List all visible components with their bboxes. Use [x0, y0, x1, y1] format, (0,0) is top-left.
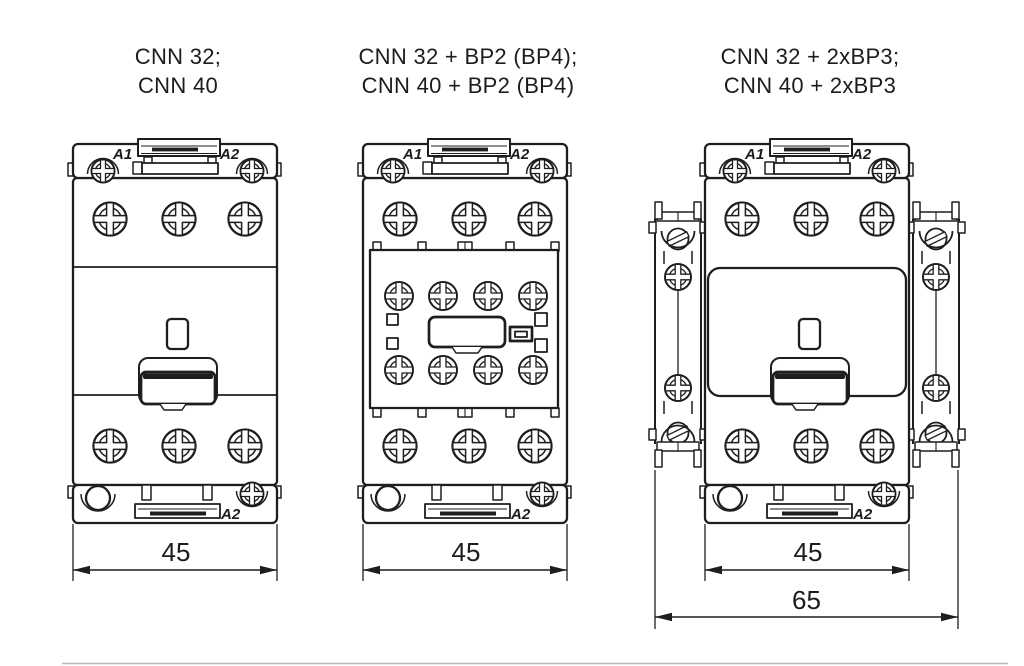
- terminal-screw: [517, 201, 553, 237]
- contactor-basic: A1 A2 A2 45: [68, 139, 281, 582]
- title-variant-2-line-2: CNN 40 + BP2 (BP4): [362, 73, 575, 98]
- aux-side-block-left: [649, 202, 707, 467]
- terminal-screw: [227, 428, 263, 464]
- terminal-label-a2-bottom: A2: [510, 506, 531, 523]
- terminal-screw: [227, 201, 263, 237]
- aux-screw: [428, 355, 458, 385]
- contactor-with-front-aux-block: A1 A2 A2 45: [358, 139, 571, 582]
- title-variant-3-line-2: CNN 40 + 2xBP3: [724, 73, 896, 98]
- terminal-label-a2-bottom: A2: [852, 506, 873, 523]
- front-aux-contact-block: [368, 241, 560, 418]
- bottom-cap: [700, 483, 913, 524]
- terminal-screw: [859, 428, 895, 464]
- terminal-label-a1: A1: [402, 146, 422, 163]
- aux-center-button: [427, 315, 507, 349]
- bottom-cap: [68, 483, 281, 524]
- aux-screw: [384, 355, 414, 385]
- aux-screw: [428, 281, 458, 311]
- title-variant-3-line-1: CNN 32 + 2xBP3;: [721, 44, 900, 69]
- terminal-screw: [161, 428, 197, 464]
- terminal-label-a1: A1: [744, 146, 764, 163]
- dimension-45-value: 45: [162, 537, 191, 567]
- aux-marker-square: [534, 312, 548, 327]
- dimension-45-value: 45: [452, 537, 481, 567]
- dimension-65-value: 65: [792, 585, 821, 615]
- dimension-65-lines: [654, 470, 959, 629]
- aux-screw: [518, 281, 548, 311]
- terminal-screw: [92, 201, 128, 237]
- aux-marker-square: [534, 338, 548, 353]
- terminal-screw: [382, 428, 418, 464]
- terminal-label-a2: A2: [509, 146, 530, 163]
- aux-screw: [473, 355, 503, 385]
- title-variant-2-line-1: CNN 32 + BP2 (BP4);: [358, 44, 577, 69]
- terminal-screw: [724, 201, 760, 237]
- terminal-screw: [382, 201, 418, 237]
- coil-terminal-cap: [68, 139, 281, 183]
- terminal-screw: [161, 201, 197, 237]
- terminal-screw: [92, 428, 128, 464]
- title-variant-1-line-1: CNN 32;: [135, 44, 221, 69]
- terminal-screw: [451, 428, 487, 464]
- title-variant-1-line-2: CNN 40: [138, 73, 218, 98]
- bottom-cap: [358, 483, 571, 524]
- terminal-label-a2: A2: [219, 146, 240, 163]
- terminal-label-a1: A1: [112, 146, 132, 163]
- coil-terminal-cap: [700, 139, 913, 183]
- terminal-screw: [451, 201, 487, 237]
- terminal-screw: [517, 428, 553, 464]
- terminal-label-a2-bottom: A2: [220, 506, 241, 523]
- coil-terminal-cap: [358, 139, 571, 183]
- terminal-label-a2: A2: [851, 146, 872, 163]
- aux-screw: [384, 281, 414, 311]
- dimension-45-value: 45: [794, 537, 823, 567]
- aux-screw: [473, 281, 503, 311]
- terminal-screw: [793, 428, 829, 464]
- aux-marker-square: [386, 337, 399, 350]
- terminal-screw: [859, 201, 895, 237]
- terminal-screw: [724, 428, 760, 464]
- aux-side-block-right: [907, 202, 965, 467]
- aux-screw: [518, 355, 548, 385]
- terminal-screw: [793, 201, 829, 237]
- contactor-with-side-aux-blocks: A1 A2 A2 45 65: [649, 139, 965, 629]
- aux-marker-square: [386, 313, 399, 326]
